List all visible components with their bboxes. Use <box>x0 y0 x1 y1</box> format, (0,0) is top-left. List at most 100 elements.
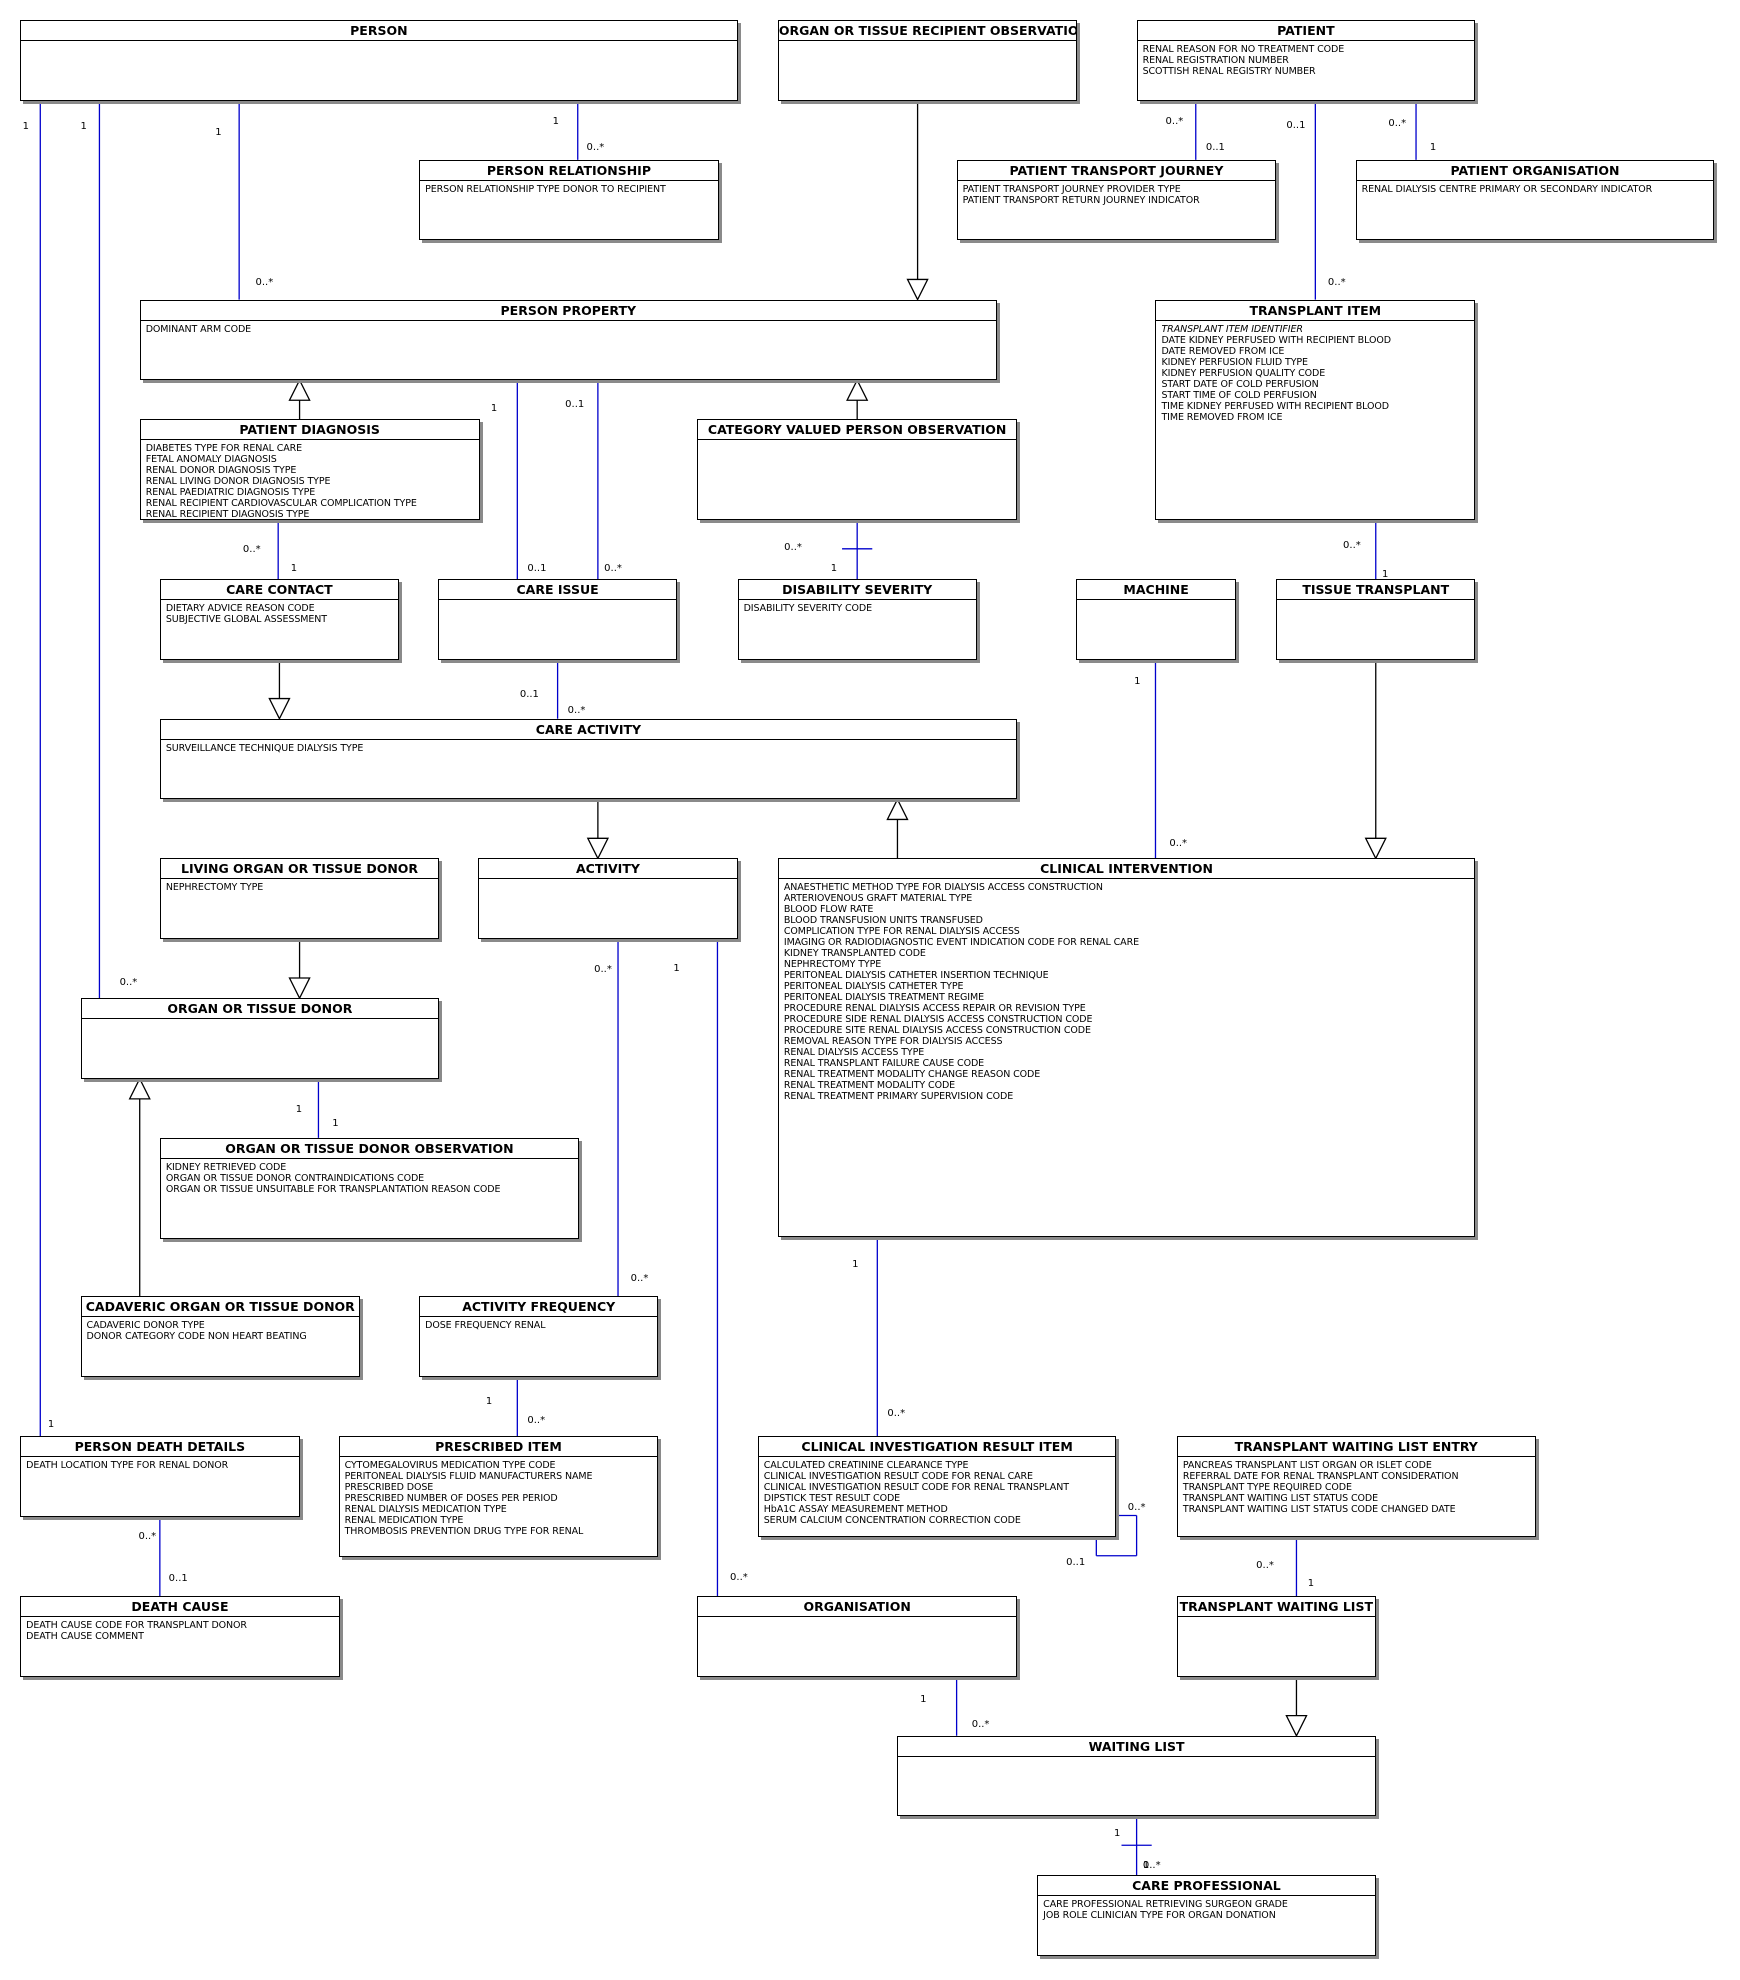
attribute-list <box>1077 600 1235 603</box>
attribute: CALCULATED CREATININE CLEARANCE TYPE <box>763 1460 969 1472</box>
attribute: TIME REMOVED FROM ICE <box>1161 411 1283 423</box>
attribute-list <box>698 440 1016 443</box>
multiplicity-label: 0..1 <box>1286 119 1306 131</box>
attribute: ARTERIOVENOUS GRAFT MATERIAL TYPE <box>783 893 973 905</box>
attribute: RENAL REGISTRATION NUMBER <box>1142 55 1289 67</box>
attribute: TIME KIDNEY PERFUSED WITH RECIPIENT BLOO… <box>1161 400 1390 412</box>
multiplicity-label: 0..* <box>138 1530 157 1542</box>
entity-machine[interactable]: MACHINE <box>1076 579 1237 660</box>
multiplicity-label: 0..* <box>1327 276 1346 288</box>
multiplicity-label: 1 <box>1382 568 1389 580</box>
attribute: PROCEDURE RENAL DIALYSIS ACCESS REPAIR O… <box>783 1003 1086 1015</box>
entity-organ-recipient-obs[interactable]: ORGAN OR TISSUE RECIPIENT OBSERVATION <box>777 20 1078 101</box>
multiplicity-label: 0..* <box>594 964 612 976</box>
multiplicity-label: 0..* <box>887 1408 906 1420</box>
entity-title: PATIENT ORGANISATION <box>1356 161 1714 181</box>
attribute: DEATH CAUSE COMMENT <box>26 1631 144 1643</box>
attribute-list: ANAESTHETIC METHOD TYPE FOR DIALYSIS ACC… <box>779 879 1474 1102</box>
entity-tissue-transplant[interactable]: TISSUE TRANSPLANT <box>1276 579 1476 660</box>
attribute-list: PANCREAS TRANSPLANT LIST ORGAN OR ISLET … <box>1178 1457 1535 1515</box>
attribute: PERITONEAL DIALYSIS TREATMENT REGIME <box>783 992 985 1004</box>
multiplicity-label: 1 <box>47 1418 55 1430</box>
entity-title: TISSUE TRANSPLANT <box>1277 580 1475 600</box>
entity-organ-donor[interactable]: ORGAN OR TISSUE DONOR <box>80 998 440 1079</box>
inheritance-arrow <box>288 378 311 401</box>
attribute: COMPLICATION TYPE FOR RENAL DIALYSIS ACC… <box>783 926 1020 938</box>
entity-title: PATIENT <box>1137 21 1475 42</box>
multiplicity-label: 1 <box>852 1258 859 1270</box>
entity-title: ORGAN OR TISSUE DONOR <box>81 999 439 1020</box>
attribute: SERUM CALCIUM CONCENTRATION CORRECTION C… <box>763 1515 1021 1527</box>
entity-activity[interactable]: ACTIVITY <box>478 858 738 939</box>
multiplicity-label: 0..1 <box>565 399 585 410</box>
attribute: IMAGING OR RADIODIAGNOSTIC EVENT INDICAT… <box>783 937 1139 949</box>
attribute-list <box>1277 600 1474 603</box>
attribute-list: RENAL DIALYSIS CENTRE PRIMARY OR SECONDA… <box>1357 181 1714 195</box>
attribute-list <box>779 41 1077 44</box>
multiplicity-label: 0..* <box>1165 115 1184 127</box>
attribute: ORGAN OR TISSUE DONOR CONTRAINDICATIONS … <box>165 1172 425 1184</box>
entity-title: TRANSPLANT ITEM <box>1156 301 1475 321</box>
entity-person[interactable]: PERSON <box>20 20 738 101</box>
inheritance-arrow <box>128 1077 151 1100</box>
attribute: SCOTTISH RENAL REGISTRY NUMBER <box>1142 66 1316 78</box>
attribute: TRANSPLANT WAITING LIST STATUS CODE CHAN… <box>1182 1504 1456 1516</box>
inheritance-arrow <box>288 977 311 1000</box>
multiplicity-label: 0..* <box>586 142 605 154</box>
entity-waiting-list-t[interactable]: TRANSPLANT WAITING LIST <box>1176 1596 1376 1677</box>
inheritance-arrow <box>906 278 929 302</box>
attribute: SUBJECTIVE GLOBAL ASSESSMENT <box>165 614 327 625</box>
attribute-list: DISABILITY SEVERITY CODE <box>739 600 976 614</box>
attribute: TRANSPLANT WAITING LIST STATUS CODE <box>1182 1493 1379 1505</box>
entity-title: PERSON <box>21 21 737 42</box>
entity-title: CARE PROFESSIONAL <box>1038 1876 1375 1897</box>
attribute: RENAL TREATMENT PRIMARY SUPERVISION CODE <box>783 1091 1014 1103</box>
inheritance-arrow <box>1364 837 1387 860</box>
multiplicity-label: 1 <box>332 1117 339 1129</box>
multiplicity-label: 0..1 <box>1205 142 1225 154</box>
entity-organisation[interactable]: ORGANISATION <box>697 1596 1018 1677</box>
multiplicity-label: 0..1 <box>1066 1557 1086 1568</box>
attribute: DOMINANT ARM CODE <box>145 323 252 335</box>
attribute: START DATE OF COLD PERFUSION <box>1161 378 1319 390</box>
multiplicity-label: 0..* <box>730 1572 748 1584</box>
entity-category-obs[interactable]: CATEGORY VALUED PERSON OBSERVATION <box>697 419 1018 520</box>
attribute-list: CARE PROFESSIONAL RETRIEVING SURGEON GRA… <box>1038 1896 1375 1921</box>
entity-title: MACHINE <box>1077 580 1236 600</box>
multiplicity-label: 0..* <box>567 704 586 716</box>
multiplicity-label: 0..* <box>1388 118 1407 130</box>
attribute-list: SURVEILLANCE TECHNIQUE DIALYSIS TYPE <box>161 740 1016 754</box>
inheritance-arrow <box>846 378 869 401</box>
multiplicity-label: 0..* <box>1169 838 1188 850</box>
entity-care-issue[interactable]: CARE ISSUE <box>438 579 678 660</box>
multiplicity-label: 0..1 <box>168 1573 188 1585</box>
entity-waiting-list[interactable]: WAITING LIST <box>897 1735 1376 1817</box>
